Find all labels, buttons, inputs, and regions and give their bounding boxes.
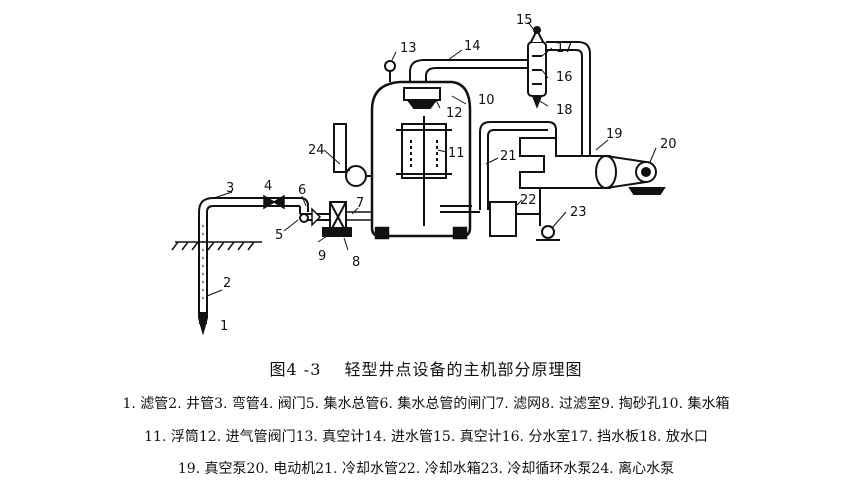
cooling-water-tank [489, 188, 541, 237]
valve [263, 194, 285, 210]
label-5: 5 [275, 228, 283, 243]
label-10: 10 [478, 93, 495, 108]
label-14: 14 [464, 39, 481, 54]
label-24: 24 [308, 143, 325, 158]
label-1: 1 [220, 319, 228, 334]
label-22: 22 [520, 193, 537, 208]
screen [346, 211, 372, 221]
schematic-diagram: 1 2 3 4 5 6 7 8 9 10 11 12 13 14 15 16 1… [171, 13, 677, 336]
label-3: 3 [226, 181, 234, 196]
label-20: 20 [660, 137, 677, 152]
header-gate [311, 207, 322, 227]
legend-line-2: 11. 浮筒12. 进气管阀门13. 真空计14. 进水管15. 真空计16. … [144, 429, 708, 445]
vacuum-pump [519, 137, 617, 189]
centrifugal-pump [333, 123, 372, 187]
label-12: 12 [446, 106, 463, 121]
label-13: 13 [400, 41, 417, 56]
vacuum-gauge-13 [384, 60, 396, 82]
label-11: 11 [448, 146, 465, 161]
label-23: 23 [570, 205, 587, 220]
label-17: 17 [556, 41, 573, 56]
separator-chamber [527, 41, 547, 97]
label-9: 9 [318, 249, 326, 264]
label-2: 2 [223, 276, 231, 291]
header-pipe [299, 197, 330, 223]
legend-line-3: 19. 真空泵20. 电动机21. 冷却水管22. 冷却水箱23. 冷却循环水泵… [177, 461, 675, 477]
label-6: 6 [298, 183, 306, 198]
label-16: 16 [556, 70, 573, 85]
label-4: 4 [264, 179, 272, 194]
legend-line-1: 1. 滤管2. 井管3. 弯管4. 阀门5. 集水总管6. 集水总管的闸门7. … [122, 396, 730, 412]
motor [605, 155, 666, 195]
label-18: 18 [556, 103, 573, 118]
label-15: 15 [516, 13, 533, 28]
filter-chamber [322, 201, 352, 237]
vacuum-gauge-15 [530, 26, 544, 43]
cooling-water-pipe [440, 121, 557, 213]
label-7: 7 [356, 196, 364, 211]
float [396, 116, 452, 226]
label-21: 21 [500, 149, 517, 164]
pump-riser-pipe [546, 41, 591, 156]
air-inlet-valve [403, 87, 441, 109]
label-19: 19 [606, 127, 623, 142]
cooling-circulation-pump [536, 225, 560, 241]
filter-pipe [199, 312, 207, 324]
ground [171, 241, 262, 251]
figure-caption: 图4 -3 轻型井点设备的主机部分原理图 [269, 360, 583, 379]
water-inlet-pipe [409, 59, 528, 82]
label-8: 8 [352, 255, 360, 270]
leader-lines [206, 21, 657, 297]
elbow-pipe [198, 197, 300, 213]
